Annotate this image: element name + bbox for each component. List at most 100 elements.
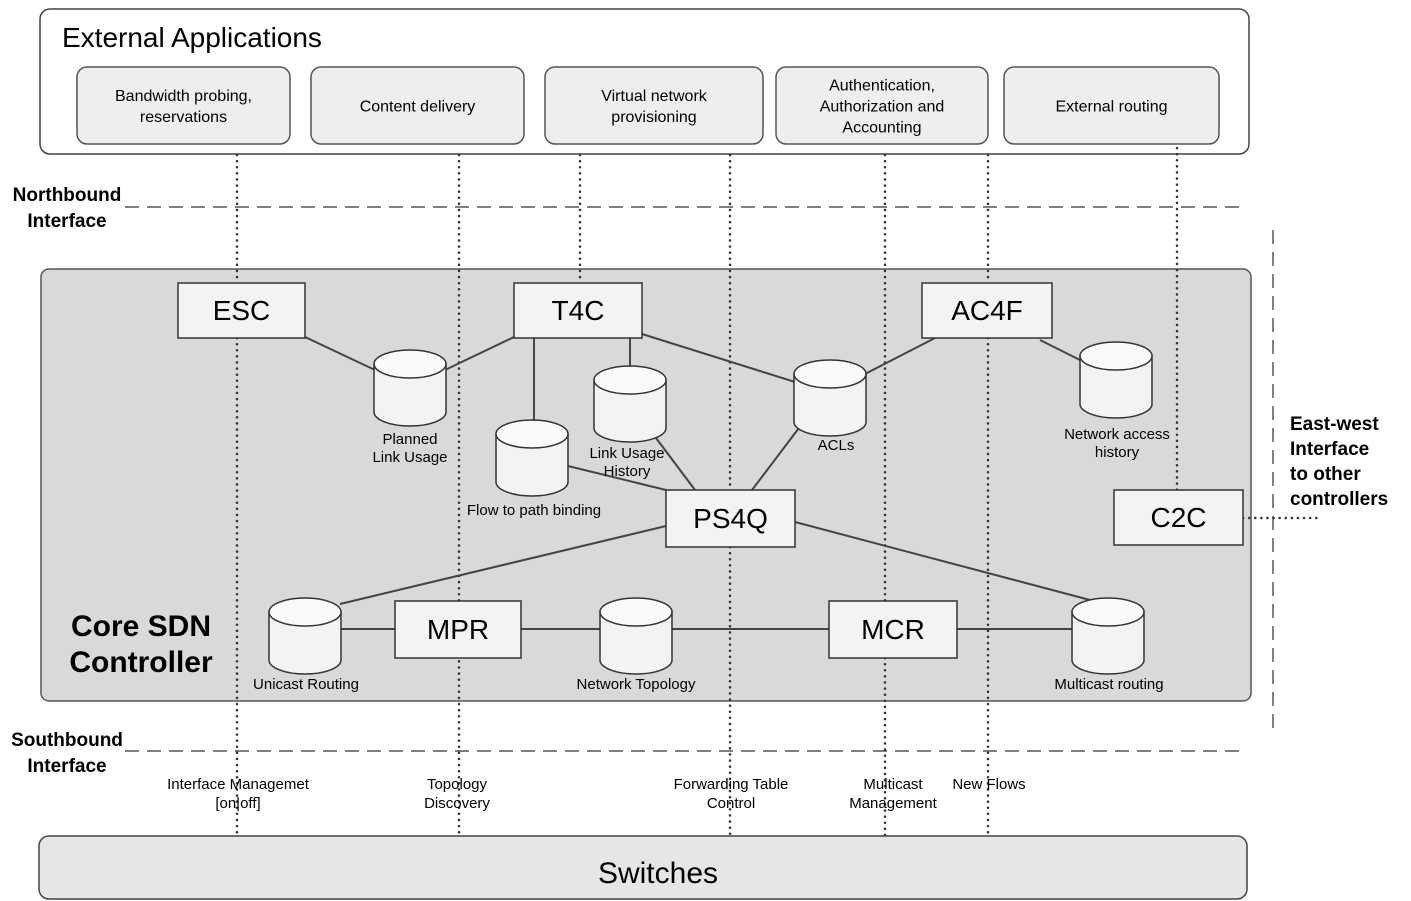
data-store-nah-line: Network access xyxy=(1064,426,1170,443)
data-store-nah-line: history xyxy=(1095,444,1140,461)
bandwidth-probing-app-line: reservations xyxy=(140,109,227,126)
southbound-function-mcast-line: Multicast xyxy=(863,776,923,793)
bandwidth-probing-app-label: Bandwidth probing, reservations xyxy=(115,88,252,126)
core-controller-label-line: Core SDN xyxy=(71,610,211,643)
external-applications-title: External Applications xyxy=(62,22,322,53)
southbound-function-fwd-line: Control xyxy=(707,795,755,812)
ps4q-label: PS4Q xyxy=(693,503,768,534)
content-delivery-app-line: Content delivery xyxy=(360,99,476,116)
southbound-function-iface-line: Interface Managemet xyxy=(167,776,310,793)
data-store-topology: Network Topology xyxy=(577,597,696,693)
data-store-history-line: History xyxy=(604,463,651,480)
content-delivery-app-label: Content delivery xyxy=(360,99,476,116)
data-store-flow-line: Flow to path binding xyxy=(467,502,601,519)
database-icon xyxy=(1071,611,1145,675)
data-store-acls-label: ACLs xyxy=(818,437,855,454)
data-store-multicast-label: Multicast routing xyxy=(1054,676,1163,693)
data-store-planned-line: Planned xyxy=(382,431,437,448)
database-icon xyxy=(793,373,867,437)
data-store-flow-label: Flow to path binding xyxy=(467,502,601,519)
northbound-interface-label-line: Interface xyxy=(27,211,106,232)
t4c-module: T4C xyxy=(513,282,643,339)
external-routing-app: External routing xyxy=(1003,66,1220,145)
eastwest-interface-label-line: East-west xyxy=(1290,414,1379,435)
aaa-app-line: Authentication, xyxy=(829,78,935,95)
control-channels xyxy=(235,146,1324,837)
data-store-unicast: Unicast Routing xyxy=(253,597,359,693)
database-icon xyxy=(373,363,447,427)
ps4q-module: PS4Q xyxy=(665,489,796,548)
aaa-app-line: Accounting xyxy=(842,120,921,137)
c2c-label: C2C xyxy=(1150,502,1206,533)
virtual-network-provisioning-app-line: provisioning xyxy=(611,109,696,126)
switches-bar: Switches xyxy=(38,835,1248,900)
bandwidth-probing-app-line: Bandwidth probing, xyxy=(115,88,252,105)
ac4f-module: AC4F xyxy=(921,282,1053,339)
esc-module: ESC xyxy=(177,282,306,339)
aaa-app-line: Authorization and xyxy=(820,99,945,116)
database-icon xyxy=(1079,355,1153,419)
southbound-function-iface-line: [on|off] xyxy=(215,795,260,812)
data-store-topology-line: Network Topology xyxy=(577,676,696,693)
northbound-interface-label-line: Northbound xyxy=(13,185,122,206)
southbound-function-mcast-line: Management xyxy=(849,795,937,812)
ac4f-label: AC4F xyxy=(951,295,1023,326)
southbound-function-flows: New Flows xyxy=(952,776,1025,793)
data-store-multicast: Multicast routing xyxy=(1054,597,1164,693)
mcr-module: MCR xyxy=(828,600,958,659)
database-icon xyxy=(268,611,342,675)
data-store-planned-line: Link Usage xyxy=(372,449,447,466)
database-icon xyxy=(593,379,667,443)
mpr-label: MPR xyxy=(427,614,489,645)
data-store-multicast-line: Multicast routing xyxy=(1054,676,1163,693)
bandwidth-probing-app: Bandwidth probing, reservations xyxy=(76,66,291,145)
southbound-function-flows-line: New Flows xyxy=(952,776,1025,793)
southbound-function-topo-line: Topology xyxy=(427,776,488,793)
eastwest-interface-label-line: to other xyxy=(1290,464,1361,485)
data-store-topology-label: Network Topology xyxy=(577,676,696,693)
data-store-acls-line: ACLs xyxy=(818,437,855,454)
mpr-module: MPR xyxy=(394,600,522,659)
database-icon xyxy=(599,611,673,675)
content-delivery-app: Content delivery xyxy=(310,66,525,145)
data-store-acls: ACLs xyxy=(793,359,867,454)
southbound-function-iface: Interface Managemet [on|off] xyxy=(167,776,310,812)
database-icon xyxy=(495,433,569,497)
data-store-unicast-label: Unicast Routing xyxy=(253,676,359,693)
data-store-history-line: Link Usage xyxy=(589,445,664,462)
southbound-interface-label-line: Southbound xyxy=(11,730,123,751)
eastwest-interface-label-line: controllers xyxy=(1290,489,1388,510)
external-routing-app-line: External routing xyxy=(1055,99,1167,116)
data-store-unicast-line: Unicast Routing xyxy=(253,676,359,693)
switches-label: Switches xyxy=(598,857,718,890)
eastwest-interface-label-line: Interface xyxy=(1290,439,1369,460)
southbound-function-topo-line: Discovery xyxy=(424,795,490,812)
data-store-flow: Flow to path binding xyxy=(467,419,601,519)
t4c-label: T4C xyxy=(552,295,605,326)
esc-label: ESC xyxy=(213,295,271,326)
core-controller-label-line: Controller xyxy=(69,646,213,679)
southbound-function-fwd-line: Forwarding Table xyxy=(674,776,789,793)
component-links xyxy=(304,333,1091,630)
mcr-label: MCR xyxy=(861,614,925,645)
c2c-module: C2C xyxy=(1113,489,1244,546)
southbound-interface-label-line: Interface xyxy=(27,756,106,777)
